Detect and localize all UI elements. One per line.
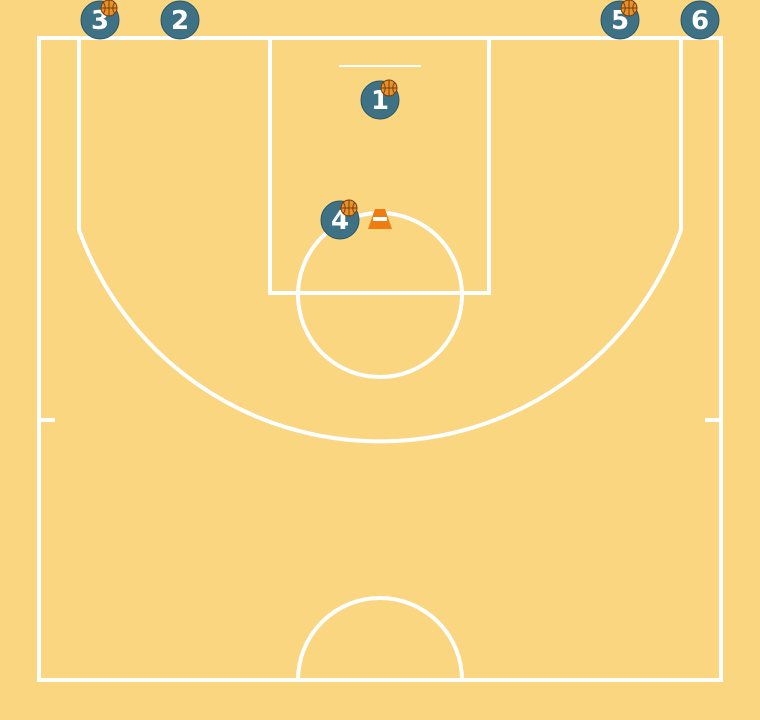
player-4: 4 — [320, 199, 360, 240]
player-2: 2 — [160, 0, 200, 40]
basketball-icon — [100, 0, 118, 17]
player-number: 2 — [171, 6, 189, 36]
players-layer: 3 2 5 6 1 4 — [80, 0, 720, 240]
training-cone — [368, 209, 392, 229]
center-circle — [296, 596, 464, 681]
player-5: 5 — [600, 0, 640, 40]
basketball-icon — [620, 0, 638, 17]
court-lines — [37, 36, 723, 682]
player-number: 6 — [691, 6, 709, 36]
free-throw-lane — [268, 38, 491, 295]
cone-stripe — [373, 217, 387, 221]
player-marker — [680, 0, 720, 40]
player-3: 3 — [80, 0, 120, 40]
basketball-icon — [340, 199, 358, 217]
court-boundary — [37, 36, 723, 682]
player-1: 1 — [360, 79, 400, 120]
three-point-line — [77, 38, 683, 444]
basketball-icon — [380, 79, 398, 97]
player-6: 6 — [680, 0, 720, 40]
player-marker — [160, 0, 200, 40]
